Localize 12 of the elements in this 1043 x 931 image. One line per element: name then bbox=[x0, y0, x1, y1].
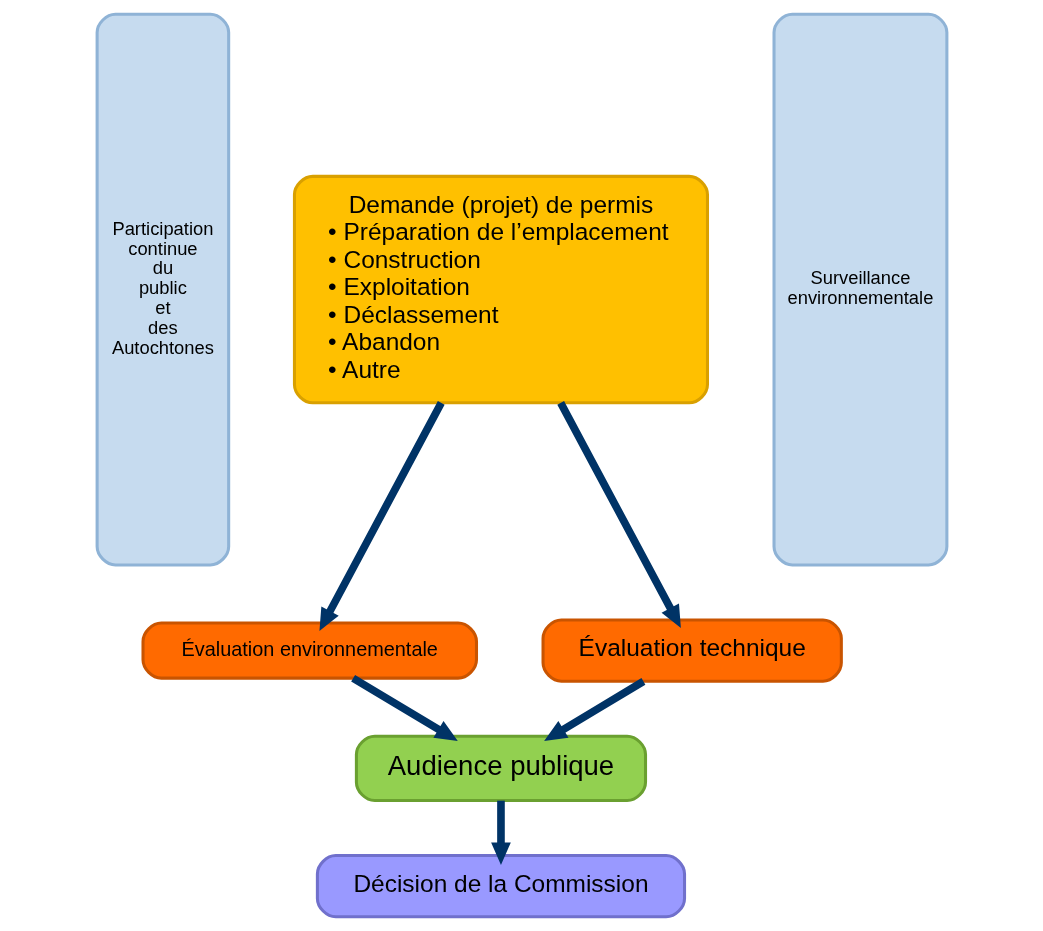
arrow bbox=[318, 401, 445, 631]
arrow bbox=[490, 800, 511, 865]
node-box: Participation continue du public et des Autochtones bbox=[95, 12, 230, 567]
node-box: Audience publique bbox=[354, 734, 647, 803]
node-box: Décision de la Commission bbox=[315, 854, 686, 919]
node-box: Évaluation environnementale bbox=[141, 621, 478, 680]
arrow bbox=[543, 678, 645, 741]
node-box: Évaluation technique bbox=[541, 618, 843, 683]
node-box: Demande (projet) de permis • Préparation de l’emplacement • Construction • Exploitation • Déclassement • Abandon • Autre bbox=[292, 174, 709, 405]
node-box: Surveillance environnementale bbox=[772, 12, 948, 567]
arrow bbox=[350, 674, 458, 741]
arrow bbox=[556, 401, 681, 628]
